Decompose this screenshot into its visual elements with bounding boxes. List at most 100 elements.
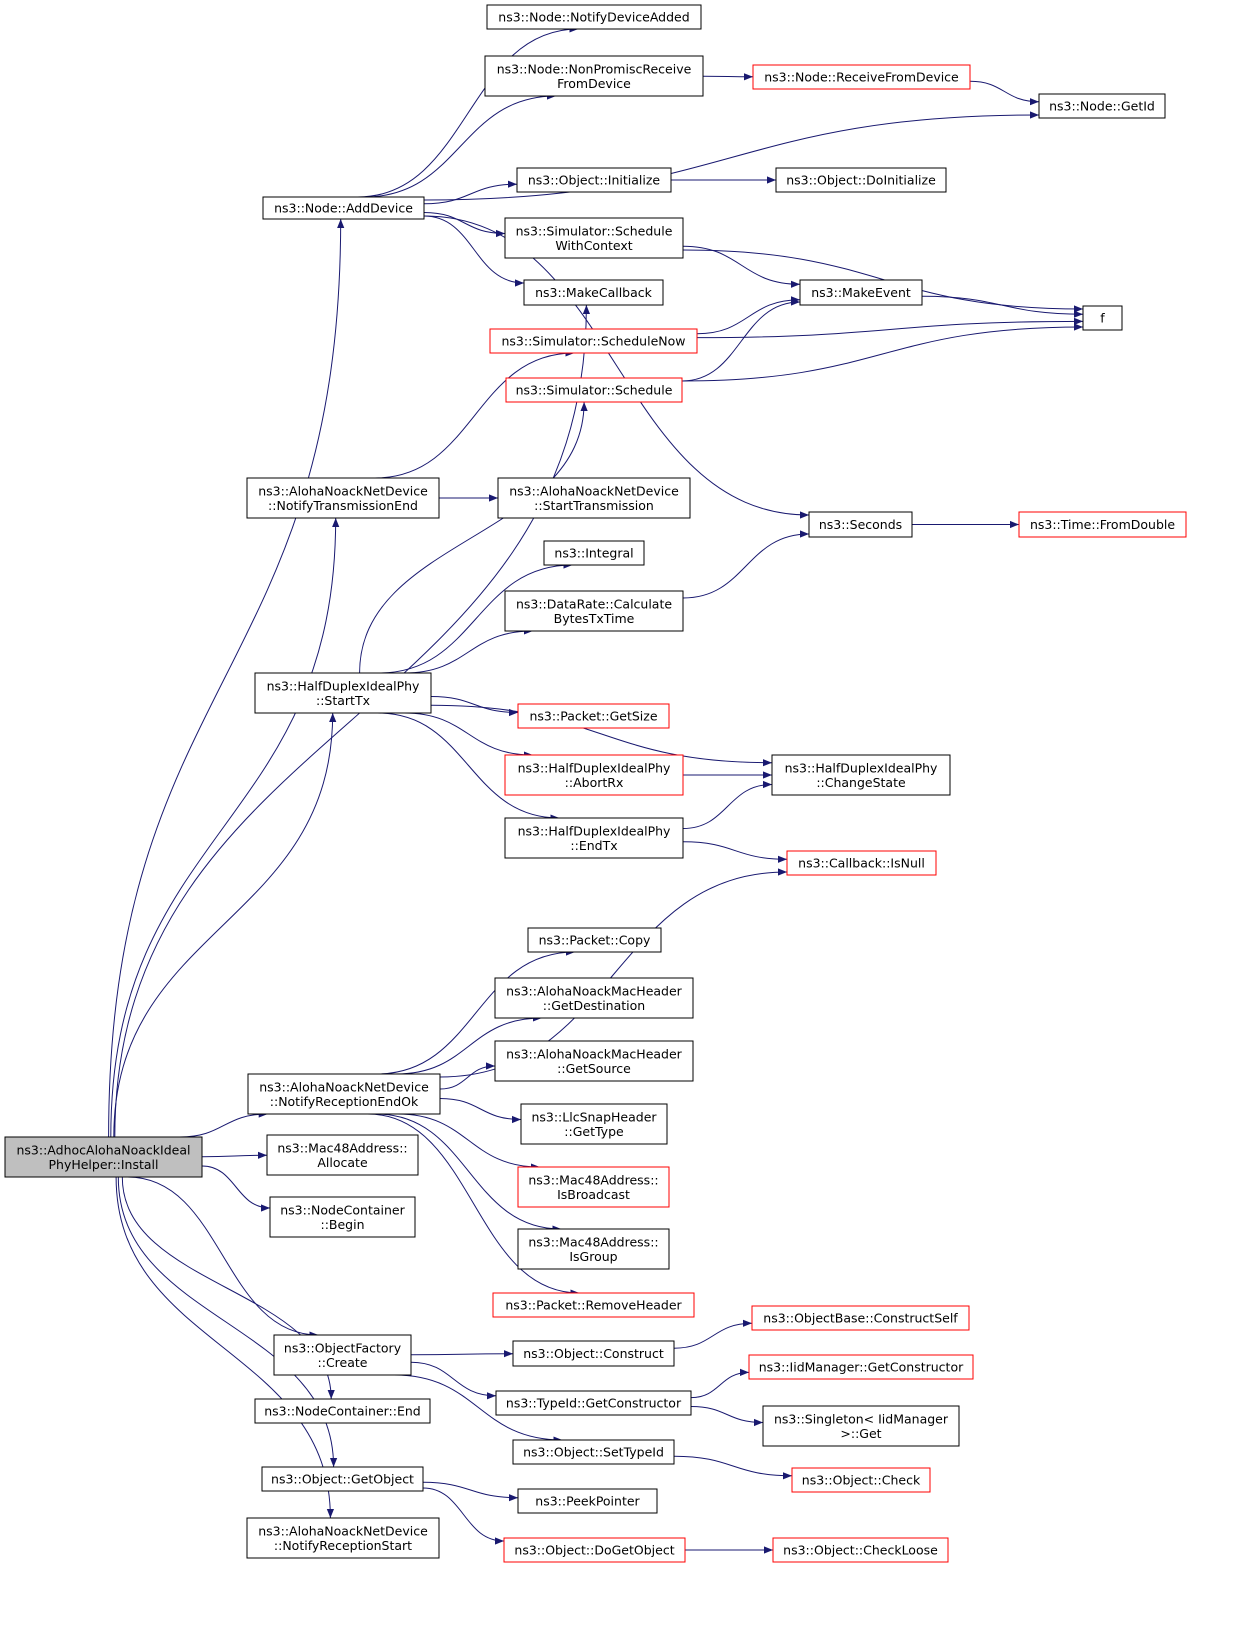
node-label-line: FromDevice xyxy=(557,76,631,91)
call-edge-schedule-to-makeEvent xyxy=(681,298,801,382)
node-checkLoose[interactable]: ns3::Object::CheckLoose xyxy=(772,1537,949,1563)
node-notifyRxStart[interactable]: ns3::AlohaNoackNetDevice::NotifyReceptio… xyxy=(246,1517,440,1559)
call-edge-notifyRxEndOk-to-isGroup xyxy=(376,1113,562,1233)
node-box xyxy=(775,167,947,193)
node-copy[interactable]: ns3::Packet::Copy xyxy=(527,927,662,953)
node-isBroadcast[interactable]: ns3::Mac48Address::IsBroadcast xyxy=(517,1166,670,1208)
node-label-line: IsBroadcast xyxy=(557,1187,630,1202)
node-label-line: ns3::PeekPointer xyxy=(535,1494,640,1509)
node-singletonGet[interactable]: ns3::Singleton< IidManager>::Get xyxy=(762,1405,960,1447)
node-box xyxy=(517,703,670,729)
node-makeEvent[interactable]: ns3::MakeEvent xyxy=(799,279,923,306)
node-label-line: ::Create xyxy=(318,1355,368,1370)
call-edge-root-to-factoryCreate xyxy=(127,1176,319,1339)
node-label-line: ns3::HalfDuplexIdealPhy xyxy=(785,760,938,775)
node-initialize[interactable]: ns3::Object::Initialize xyxy=(516,167,672,193)
node-changeState[interactable]: ns3::HalfDuplexIdealPhy::ChangeState xyxy=(771,754,951,796)
node-root: ns3::AdhocAlohaNoackIdealPhyHelper::Inst… xyxy=(4,1136,203,1178)
node-end[interactable]: ns3::NodeContainer::End xyxy=(254,1398,431,1424)
node-label-line: ns3::NodeContainer xyxy=(280,1202,405,1217)
node-construct[interactable]: ns3::Object::Construct xyxy=(512,1340,675,1367)
node-box xyxy=(266,1134,419,1176)
node-abortRx[interactable]: ns3::HalfDuplexIdealPhy::AbortRx xyxy=(504,754,684,796)
node-getSource[interactable]: ns3::AlohaNoackMacHeader::GetSource xyxy=(494,1040,694,1082)
node-box xyxy=(484,55,704,97)
node-box xyxy=(1018,511,1187,538)
node-begin[interactable]: ns3::NodeContainer::Begin xyxy=(269,1196,416,1238)
node-removeHeader[interactable]: ns3::Packet::RemoveHeader xyxy=(492,1292,695,1318)
node-integral[interactable]: ns3::Integral xyxy=(543,540,645,566)
node-box xyxy=(489,328,698,354)
node-box xyxy=(527,927,662,953)
call-edge-root-to-begin xyxy=(201,1165,271,1212)
node-doInitialize[interactable]: ns3::Object::DoInitialize xyxy=(775,167,947,193)
node-peekPointer[interactable]: ns3::PeekPointer xyxy=(517,1488,658,1514)
call-edge-addDevice-to-scheduleWithContext xyxy=(423,212,506,238)
node-label-line: ns3::LlcSnapHeader xyxy=(531,1109,657,1124)
node-addDevice[interactable]: ns3::Node::AddDevice xyxy=(262,196,425,220)
call-edge-notifyRxEndOk-to-llcGetType xyxy=(439,1098,522,1124)
node-label-line: ns3::Object::DoInitialize xyxy=(786,173,936,188)
node-makeCallback[interactable]: ns3::MakeCallback xyxy=(523,279,664,306)
node-label-line: ns3::MakeCallback xyxy=(535,285,653,300)
node-box xyxy=(791,1467,931,1493)
node-label-line: ::ChangeState xyxy=(816,775,906,790)
node-label-line: ns3::Mac48Address:: xyxy=(528,1172,658,1187)
call-edge-notifyRxEndOk-to-getSource xyxy=(439,1062,496,1090)
node-notifyDeviceAdded[interactable]: ns3::Node::NotifyDeviceAdded xyxy=(486,4,702,30)
node-setTypeId[interactable]: ns3::Object::SetTypeId xyxy=(512,1439,675,1465)
node-label-line: ns3::Seconds xyxy=(819,517,902,532)
call-edge-startTx-to-schedule xyxy=(359,401,588,674)
call-edge-factoryCreate-to-typeIdGetConstructor xyxy=(410,1361,497,1400)
node-getSize[interactable]: ns3::Packet::GetSize xyxy=(517,703,670,729)
call-edge-notifyTxEnd-to-scheduleNow xyxy=(374,349,575,479)
node-iidGetConstructor[interactable]: ns3::IidManager::GetConstructor xyxy=(748,1354,974,1380)
node-isGroup[interactable]: ns3::Mac48Address::IsGroup xyxy=(517,1228,670,1270)
node-notifyTxEnd[interactable]: ns3::AlohaNoackNetDevice::NotifyTransmis… xyxy=(246,477,440,519)
node-label-line: ns3::Object::GetObject xyxy=(271,1472,414,1487)
node-startTx[interactable]: ns3::HalfDuplexIdealPhy::StartTx xyxy=(254,672,432,714)
call-edge-setTypeId-to-check xyxy=(673,1455,793,1480)
node-getDestination[interactable]: ns3::AlohaNoackMacHeader::GetDestination xyxy=(494,977,694,1019)
node-llcGetType[interactable]: ns3::LlcSnapHeader::GetType xyxy=(520,1103,668,1145)
node-allocate[interactable]: ns3::Mac48Address::Allocate xyxy=(266,1134,419,1176)
node-box xyxy=(494,1040,694,1082)
node-label-line: ns3::Packet::RemoveHeader xyxy=(505,1298,682,1313)
node-label-line: ns3::HalfDuplexIdealPhy xyxy=(518,823,671,838)
node-check[interactable]: ns3::Object::Check xyxy=(791,1467,931,1493)
node-box xyxy=(486,4,702,30)
node-box xyxy=(503,1537,686,1563)
node-getId[interactable]: ns3::Node::GetId xyxy=(1038,93,1166,119)
node-factoryCreate[interactable]: ns3::ObjectFactory::Create xyxy=(273,1334,412,1376)
call-edge-notifyRxEndOk-to-copy xyxy=(376,948,576,1075)
node-box xyxy=(1082,305,1123,331)
node-isNull[interactable]: ns3::Callback::IsNull xyxy=(786,850,937,876)
node-box xyxy=(4,1136,203,1178)
node-label-line: ns3::Object::CheckLoose xyxy=(783,1543,938,1558)
node-constructSelf[interactable]: ns3::ObjectBase::ConstructSelf xyxy=(751,1305,970,1331)
node-getObject[interactable]: ns3::Object::GetObject xyxy=(261,1466,424,1492)
node-label-line: ::EndTx xyxy=(570,838,617,853)
node-box xyxy=(254,672,432,714)
node-scheduleNow[interactable]: ns3::Simulator::ScheduleNow xyxy=(489,328,698,354)
node-label-line: BytesTxTime xyxy=(554,611,635,626)
node-endTx[interactable]: ns3::HalfDuplexIdealPhy::EndTx xyxy=(504,817,684,859)
node-notifyRxEndOk[interactable]: ns3::AlohaNoackNetDevice::NotifyReceptio… xyxy=(247,1073,441,1115)
call-edge-startTx-to-calcBytes xyxy=(404,627,533,674)
node-seconds[interactable]: ns3::Seconds xyxy=(808,511,913,538)
node-startTransmission[interactable]: ns3::AlohaNoackNetDevice::StartTransmiss… xyxy=(497,477,691,519)
node-schedule[interactable]: ns3::Simulator::Schedule xyxy=(505,377,683,403)
call-edge-typeIdGetConstructor-to-iidGetConstructor xyxy=(690,1368,750,1399)
call-edge-notifyRxEndOk-to-isBroadcast xyxy=(397,1113,540,1171)
node-box xyxy=(516,167,672,193)
node-label-line: PhyHelper::Install xyxy=(48,1157,158,1172)
node-receiveFromDevice[interactable]: ns3::Node::ReceiveFromDevice xyxy=(752,64,971,90)
node-typeIdGetConstructor[interactable]: ns3::TypeId::GetConstructor xyxy=(495,1390,692,1416)
node-f[interactable]: f xyxy=(1082,305,1123,331)
node-fromDouble[interactable]: ns3::Time::FromDouble xyxy=(1018,511,1187,538)
node-box xyxy=(752,64,971,90)
node-doGetObject[interactable]: ns3::Object::DoGetObject xyxy=(503,1537,686,1563)
